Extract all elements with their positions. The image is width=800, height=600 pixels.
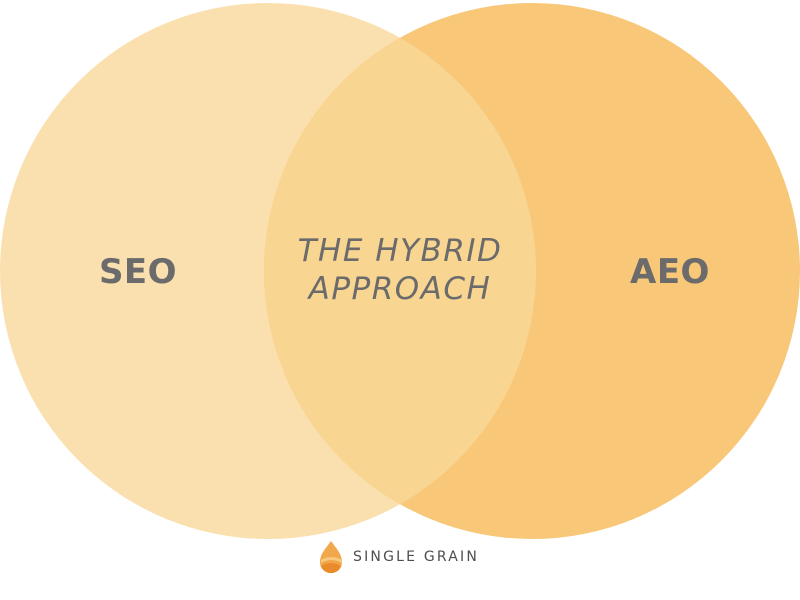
seo-label: SEO — [98, 252, 178, 292]
intersection-label: THE HYBRID APPROACH — [262, 232, 538, 308]
flame-icon — [320, 541, 342, 573]
brand-name: SINGLE GRAIN — [353, 549, 480, 565]
intersection-area — [264, 3, 536, 539]
intersection-label-line1: THE HYBRID — [297, 233, 503, 269]
intersection-label-line2: APPROACH — [308, 271, 492, 307]
aeo-label: AEO — [630, 252, 710, 292]
brand-logo: SINGLE GRAIN — [318, 540, 479, 574]
